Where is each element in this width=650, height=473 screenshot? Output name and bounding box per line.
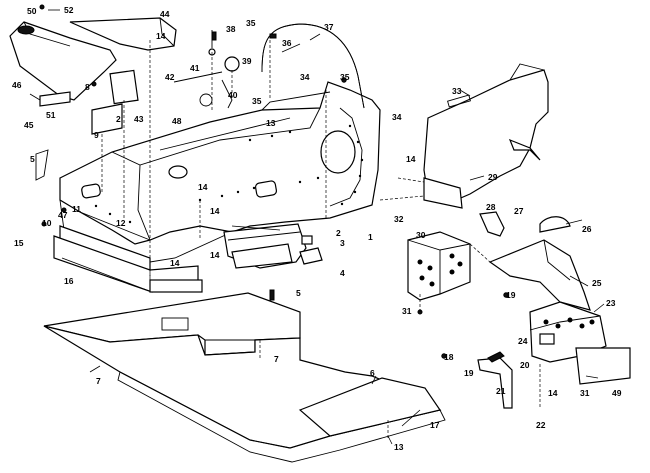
callout-35: 35 — [252, 96, 262, 106]
callout-19: 19 — [506, 290, 516, 300]
callout-14: 14 — [406, 154, 416, 164]
callout-13: 13 — [266, 118, 276, 128]
callout-24: 24 — [518, 336, 528, 346]
callout-48: 48 — [172, 116, 182, 126]
callout-12: 12 — [116, 218, 126, 228]
callout-labels: 50 52 44 14 38 35 36 37 46 8 42 41 39 34… — [12, 5, 622, 452]
callout-37: 37 — [324, 22, 334, 32]
callout-16: 16 — [64, 276, 74, 286]
callout-22: 22 — [536, 420, 546, 430]
callout-30: 30 — [416, 230, 426, 240]
callout-38: 38 — [226, 24, 236, 34]
hardware — [39, 4, 509, 363]
callout-44: 44 — [160, 9, 170, 19]
belly-pan — [43, 292, 446, 463]
callout-14: 14 — [170, 258, 180, 268]
callout-11: 11 — [72, 204, 81, 214]
callout-1: 1 — [368, 232, 373, 242]
dash-bracket — [35, 69, 139, 181]
tether-bracket — [479, 211, 571, 237]
leader-lines — [29, 9, 605, 445]
callout-6: 6 — [370, 368, 375, 378]
callout-14: 14 — [210, 250, 220, 260]
steering-post-bracket — [173, 30, 240, 109]
callout-35: 35 — [246, 18, 256, 28]
callout-27: 27 — [514, 206, 524, 216]
rear-fender-bracket — [488, 239, 591, 311]
callout-23: 23 — [606, 298, 616, 308]
front-frame-rail — [53, 225, 203, 293]
chassis-tunnel — [59, 81, 381, 263]
callout-17: 17 — [430, 420, 440, 430]
callout-8: 8 — [85, 82, 90, 92]
callout-5: 5 — [296, 288, 301, 298]
callout-5: 5 — [30, 154, 35, 164]
callout-52: 52 — [64, 5, 74, 15]
cross-member — [223, 223, 323, 269]
callout-36: 36 — [282, 38, 292, 48]
callout-9: 9 — [94, 130, 99, 140]
callout-19: 19 — [464, 368, 474, 378]
steering-support-loop — [261, 23, 365, 109]
bumper-bracket — [477, 357, 513, 409]
callout-21: 21 — [496, 386, 506, 396]
callout-31: 31 — [402, 306, 412, 316]
callout-47: 47 — [58, 210, 68, 220]
callout-3: 3 — [340, 238, 345, 248]
callout-33: 33 — [452, 86, 462, 96]
callout-51: 51 — [46, 110, 56, 120]
callout-14: 14 — [156, 31, 166, 41]
callout-28: 28 — [486, 202, 496, 212]
rear-seat-base — [423, 63, 549, 209]
callout-14: 14 — [548, 388, 558, 398]
callout-14: 14 — [210, 206, 220, 216]
callout-32: 32 — [394, 214, 404, 224]
callout-41: 41 — [190, 63, 200, 73]
callout-2: 2 — [116, 114, 121, 124]
hitch-plate — [575, 347, 631, 385]
callout-49: 49 — [612, 388, 622, 398]
callout-7: 7 — [96, 376, 101, 386]
callout-46: 46 — [12, 80, 22, 90]
callout-45: 45 — [24, 120, 34, 130]
callout-43: 43 — [134, 114, 144, 124]
callout-10: 10 — [42, 218, 52, 228]
callout-15: 15 — [14, 238, 24, 248]
callout-31: 31 — [580, 388, 590, 398]
callout-42: 42 — [165, 72, 175, 82]
callout-40: 40 — [228, 90, 238, 100]
callout-39: 39 — [242, 56, 252, 66]
callout-13: 13 — [394, 442, 404, 452]
callout-50: 50 — [27, 6, 37, 16]
callout-26: 26 — [582, 224, 592, 234]
rear-bracket-left — [407, 231, 471, 301]
callout-25: 25 — [592, 278, 602, 288]
callout-35: 35 — [340, 72, 350, 82]
callout-7: 7 — [274, 354, 279, 364]
callout-29: 29 — [488, 172, 498, 182]
callout-4: 4 — [340, 268, 345, 278]
callout-20: 20 — [520, 360, 530, 370]
callout-34: 34 — [392, 112, 402, 122]
callout-18: 18 — [444, 352, 454, 362]
callout-2: 2 — [336, 228, 341, 238]
nose-pan-bracket — [9, 17, 177, 101]
callout-34: 34 — [300, 72, 310, 82]
callout-14: 14 — [198, 182, 208, 192]
